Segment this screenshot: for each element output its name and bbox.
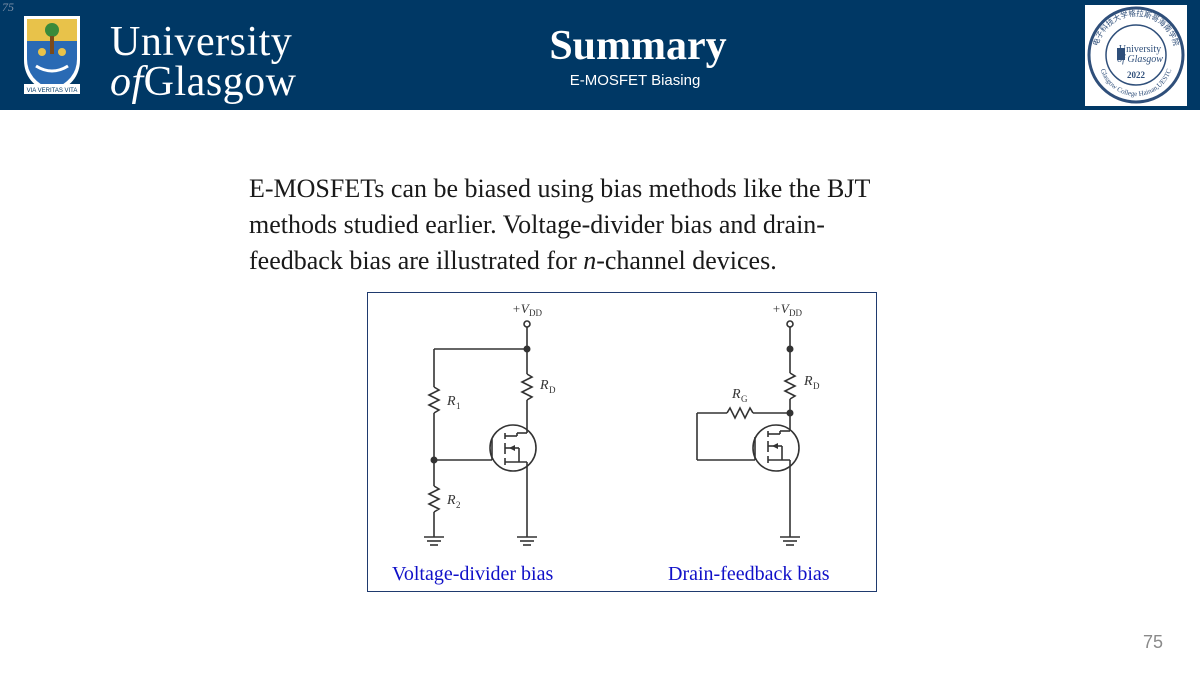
- left-vdd-subscript: DD: [529, 308, 542, 318]
- body-paragraph: E-MOSFETs can be biased using bias metho…: [249, 171, 1009, 279]
- right-vdd-subscript: DD: [789, 308, 802, 318]
- rd-left-subscript: D: [549, 385, 556, 395]
- body-line-3: feedback bias are illustrated for n-chan…: [249, 243, 1009, 279]
- r1-subscript: 1: [456, 401, 461, 411]
- logo-motto: VIA VERITAS VITA: [27, 88, 78, 94]
- slide-subtitle: E-MOSFET Biasing: [569, 72, 701, 89]
- circuit-diagrams: +V DD R 1 R 2 R D: [424, 301, 820, 546]
- rg-subscript: G: [741, 394, 748, 404]
- header-bar: 75 VIA VERITAS VITA University ofGlasgow…: [0, 0, 1200, 110]
- university-name: University ofGlasgow: [110, 19, 297, 105]
- body-line-3-italic: n: [583, 246, 597, 275]
- glasgow-college-hainan-seal: 电子科技大学格拉斯哥海南学院 Glasgow College Hainan,UE…: [1085, 5, 1187, 106]
- university-crest-icon: VIA VERITAS VITA: [24, 16, 80, 94]
- rd-right-label: R: [803, 374, 813, 389]
- r1-label: R: [446, 394, 456, 409]
- college-seal-icon: 电子科技大学格拉斯哥海南学院 Glasgow College Hainan,UE…: [1087, 6, 1185, 104]
- body-line-2: methods studied earlier. Voltage-divider…: [249, 210, 825, 239]
- left-vdd-label: +V: [512, 301, 531, 316]
- voltage-divider-caption: Voltage-divider bias: [392, 563, 554, 585]
- seal-center-line2: of Glasgow: [1117, 54, 1163, 65]
- drain-feedback-caption: Drain-feedback bias: [668, 563, 830, 585]
- drain-feedback-circuit: [696, 320, 800, 546]
- seal-center-line1: University: [1119, 44, 1161, 55]
- rd-left-label: R: [539, 378, 549, 393]
- r2-subscript: 2: [456, 500, 461, 510]
- seal-year: 2022: [1127, 70, 1146, 80]
- slide-title: Summary: [549, 23, 727, 69]
- rg-label: R: [731, 387, 741, 402]
- voltage-divider-circuit: [424, 320, 537, 546]
- right-vdd-label: +V: [772, 301, 791, 316]
- r2-label: R: [446, 493, 456, 508]
- university-name-line2: Glasgow: [143, 59, 297, 105]
- rd-right-subscript: D: [813, 381, 820, 391]
- body-line-3-start: feedback bias are illustrated for: [249, 246, 584, 275]
- university-of-glasgow-logo: VIA VERITAS VITA University ofGlasgow: [22, 14, 296, 103]
- page-number: 75: [1142, 632, 1163, 652]
- university-name-line1: University: [110, 19, 293, 65]
- slide-corner-number: 75: [2, 0, 14, 14]
- biasing-circuits-figure: +V DD R 1 R 2 R D: [367, 292, 877, 592]
- body-line-1: E-MOSFETs can be biased using bias metho…: [249, 174, 871, 203]
- body-line-3-end: -channel devices.: [596, 246, 777, 275]
- university-name-of: of: [110, 59, 144, 105]
